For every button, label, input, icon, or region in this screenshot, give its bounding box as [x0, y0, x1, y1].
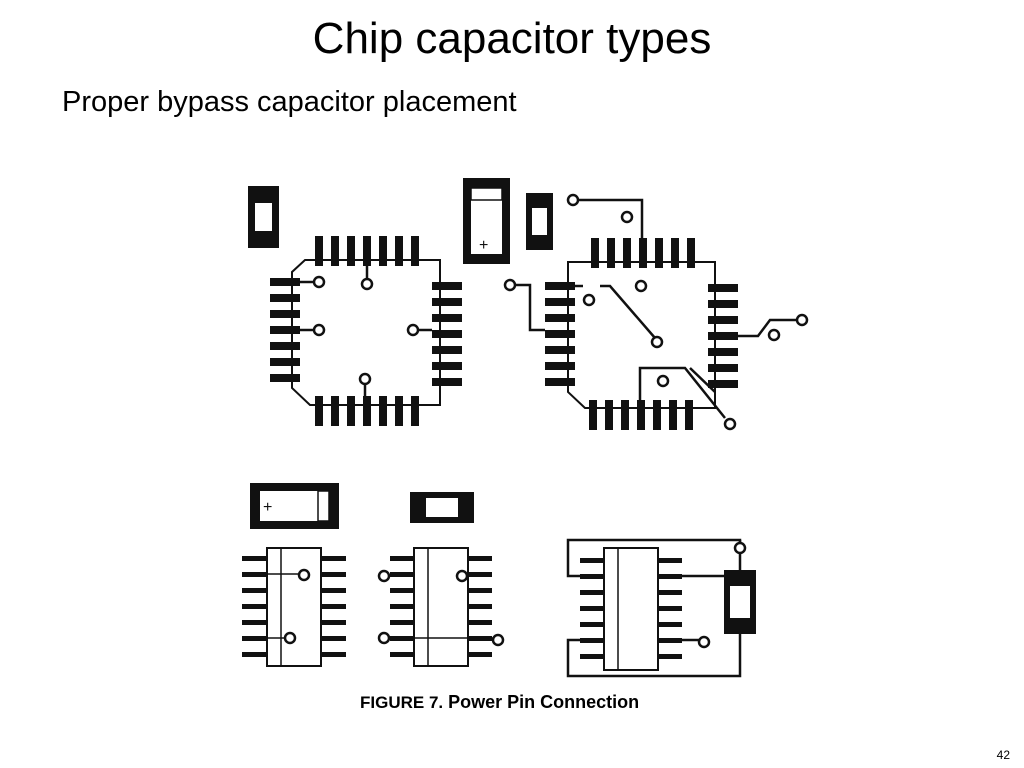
tantalum-polarity-plus-bottom: +	[263, 499, 272, 516]
slide-number: 42	[996, 748, 1010, 762]
slide-title: Chip capacitor types	[312, 14, 712, 63]
soic-package-center	[377, 547, 505, 667]
tantalum-polarity-plus: +	[479, 237, 488, 254]
tantalum-capacitor-top-center	[463, 178, 510, 264]
figure-label: FIGURE 7.	[360, 693, 444, 712]
chip-capacitor-bottom-center	[410, 492, 474, 523]
chip-capacitor-top-right	[526, 193, 553, 250]
qfp-package-left	[270, 236, 462, 426]
power-pin-connection-figure: +	[242, 178, 809, 678]
slide-subtitle: Proper bypass capacitor placement	[62, 86, 517, 118]
figure-caption: FIGURE 7. Power Pin Connection	[360, 692, 639, 713]
soic-package-right	[566, 538, 756, 678]
soic-package-left	[242, 547, 346, 667]
chip-capacitor-top-left	[248, 186, 279, 248]
tantalum-capacitor-bottom-left	[250, 483, 339, 529]
figure-caption-text: Power Pin Connection	[448, 692, 640, 712]
qfp-package-right	[503, 193, 809, 431]
